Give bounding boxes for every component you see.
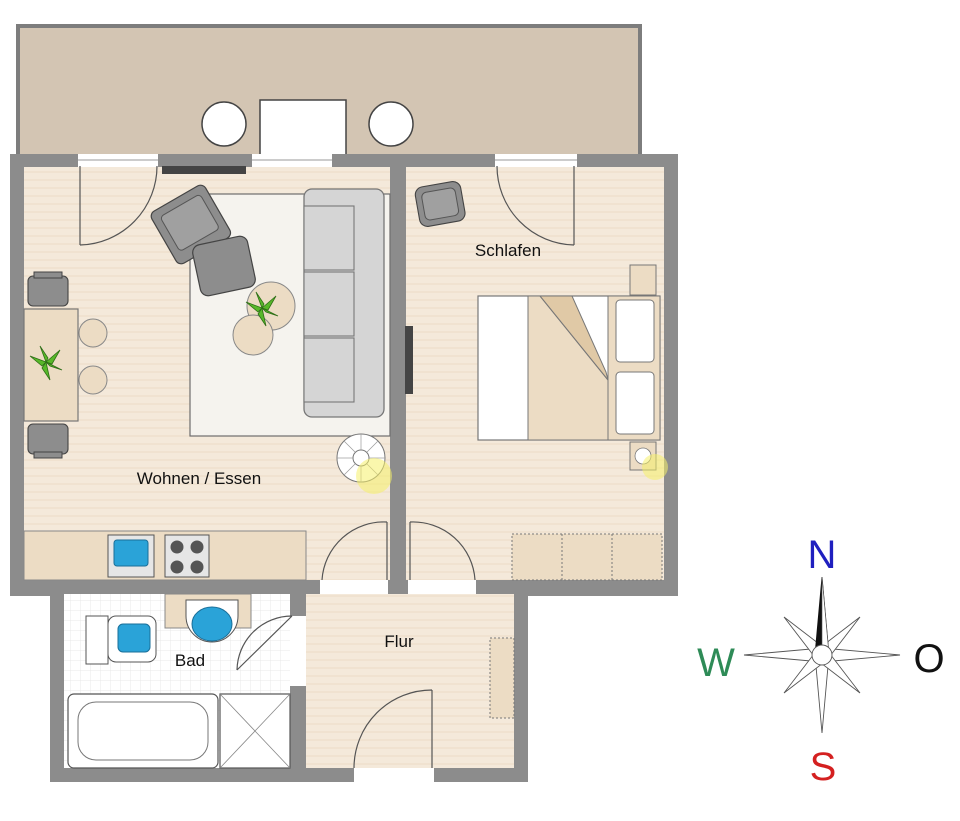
interior-wall (390, 167, 406, 580)
bedroom-chair (414, 181, 466, 227)
compass-east-label: O (913, 637, 944, 681)
doors (79, 165, 575, 769)
balcony-door-left (79, 165, 158, 246)
bedroom-furniture (405, 181, 668, 581)
balcony-table (259, 99, 347, 159)
compass-west-label: W (697, 641, 735, 685)
ottoman (192, 235, 256, 297)
balcony-chair-left (201, 101, 247, 147)
wall-openings (78, 154, 577, 782)
pillow-top (615, 299, 655, 363)
bedroom-door (409, 521, 476, 581)
living-door (321, 521, 388, 581)
bedroom-tv (405, 326, 413, 394)
stove (164, 534, 210, 578)
compass-south-label: S (810, 745, 837, 789)
compass-rose (743, 576, 901, 734)
dining-chair-bottom (27, 423, 69, 459)
balcony-chair-right (368, 101, 414, 147)
bedroom-balcony-door (496, 165, 575, 246)
toilet (85, 615, 157, 665)
entry-door (353, 689, 433, 769)
bedroom-lamp-light (642, 454, 668, 480)
tv (162, 166, 246, 174)
nightstand-top (629, 264, 657, 296)
lamp-light (356, 458, 392, 494)
dining-furniture (23, 271, 108, 459)
plant-icon (245, 291, 279, 327)
compass-north-label: N (808, 533, 837, 577)
wardrobe (511, 533, 663, 581)
hall-shoe-cabinet (489, 637, 515, 719)
room-label-schlafen: Schlafen (475, 241, 541, 260)
room-label-bad: Bad (175, 651, 205, 670)
balcony (16, 24, 642, 159)
flur-floor (306, 594, 514, 768)
living-furniture (150, 166, 392, 494)
kitchen (23, 530, 307, 581)
room-label-flur: Flur (384, 632, 414, 651)
bathroom (67, 593, 291, 769)
side-table-b (232, 314, 274, 356)
plant-icon (29, 345, 63, 381)
bath-door (236, 615, 293, 671)
dining-chair-top (27, 271, 69, 307)
pillow-bottom (615, 371, 655, 435)
room-label-wohnen: Wohnen / Essen (137, 469, 261, 488)
